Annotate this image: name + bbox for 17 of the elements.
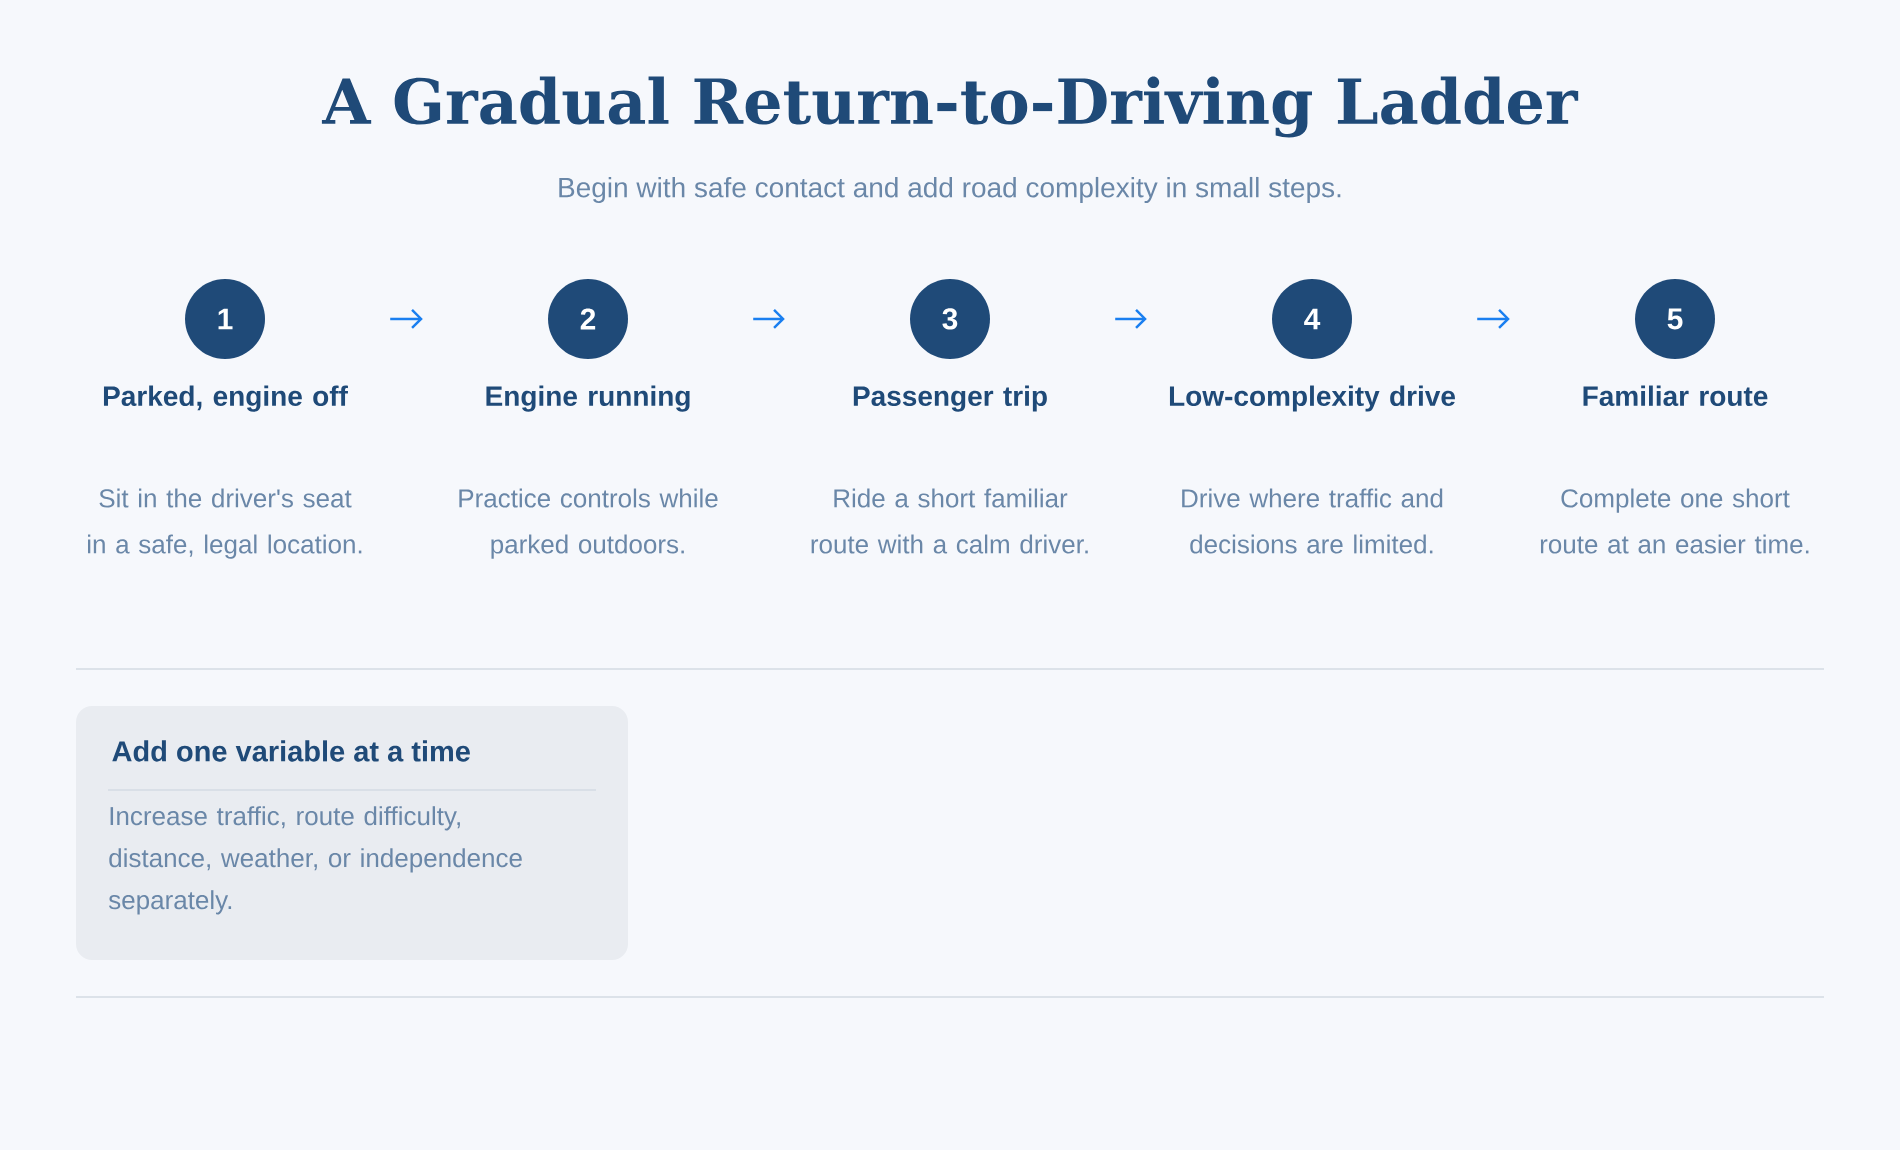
note-card: Add one variable at a time Increase traffic, route difficulty, distance, weather, or independence separately. (76, 706, 628, 960)
step-description: Drive where traffic and decisions are limited. (1182, 488, 1443, 554)
step-heading: Engine running (486, 385, 690, 412)
subtitle: Begin with safe contact and add road complexity in small steps. (559, 176, 1341, 203)
title: A Gradual Return-to-Driving Ladder (321, 76, 1579, 138)
arrow (753, 309, 785, 329)
step-heading: Passenger trip (853, 385, 1047, 412)
arrow (1115, 309, 1147, 329)
arrow (1477, 309, 1510, 329)
step-description: Practice controls while parked outdoors. (459, 488, 718, 559)
step-description: Ride a short familiar route with a calm driver. (811, 488, 1088, 554)
step-heading: Parked, engine off (103, 385, 348, 412)
arrow (390, 309, 423, 329)
step-description: Sit in the driver's seat in a safe, legal location. (88, 488, 362, 559)
step-heading: Low-complexity drive (1169, 385, 1455, 412)
step-description: Complete one short route at an easier time. (1540, 488, 1809, 554)
step-heading: Familiar route (1583, 385, 1768, 407)
